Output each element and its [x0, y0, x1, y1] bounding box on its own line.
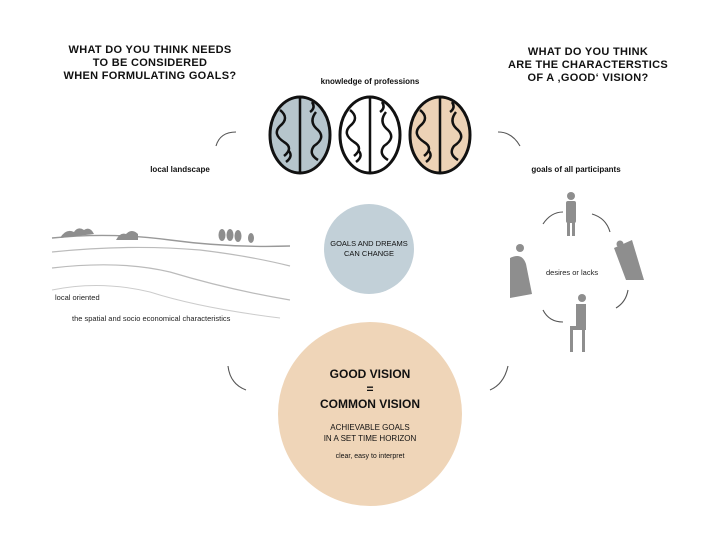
brain-white-icon: [338, 95, 402, 175]
question-right-line: WHAT DO YOU THINK: [527, 46, 649, 58]
arrow-curve-icon: [215, 131, 237, 147]
big-circle-title: GOOD VISION: [329, 366, 411, 381]
question-left-line: WHEN FORMULATING GOALS?: [63, 70, 237, 82]
small-circle-line: CAN CHANGE: [343, 249, 394, 258]
arrow-curve-icon: [489, 365, 509, 391]
label-local-oriented: local oriented: [55, 293, 100, 302]
arrow-curve-icon: [497, 131, 521, 147]
arrow-curve-icon: [227, 365, 247, 391]
arrow-curve-icon: [542, 309, 564, 323]
big-circle-goal: ACHIEVABLE GOALS: [330, 422, 410, 432]
brain-peach-icon: [408, 95, 472, 175]
arrow-curve-icon: [591, 213, 611, 233]
question-left-line: TO BE CONSIDERED: [92, 57, 208, 69]
label-landscape: local landscape: [150, 165, 210, 174]
label-desires: desires or lacks: [546, 268, 599, 277]
big-circle-equals: =: [366, 381, 374, 396]
label-spatial: the spatial and socio economical charact…: [72, 314, 231, 323]
brain-blue-icon: [268, 95, 332, 175]
question-right: WHAT DO YOU THINK ARE THE CHARACTERSTICS…: [488, 46, 688, 85]
people-illustration: [510, 192, 644, 352]
question-right-line: ARE THE CHARACTERSTICS: [508, 59, 668, 71]
small-circle: GOALS AND DREAMS CAN CHANGE: [324, 204, 414, 294]
question-left-line: WHAT DO YOU THINK NEEDS: [68, 44, 232, 56]
arrow-curve-icon: [542, 211, 564, 225]
question-left: WHAT DO YOU THINK NEEDS TO BE CONSIDERED…: [50, 44, 250, 83]
small-circle-line: GOALS AND DREAMS: [330, 239, 408, 248]
arrows: [215, 131, 629, 391]
big-circle-goal: IN A SET TIME HORIZON: [323, 433, 417, 443]
big-circle-note: clear, easy to interpret: [335, 452, 405, 460]
question-right-line: OF A ‚GOOD‘ VISION?: [527, 72, 649, 84]
label-professions: knowledge of professions: [320, 77, 420, 86]
landscape-illustration: [51, 228, 291, 319]
label-participants: goals of all participants: [531, 165, 621, 174]
big-circle-subtitle: COMMON VISION: [319, 396, 420, 411]
big-circle: GOOD VISION = COMMON VISION ACHIEVABLE G…: [278, 322, 462, 506]
arrow-curve-icon: [615, 289, 629, 309]
